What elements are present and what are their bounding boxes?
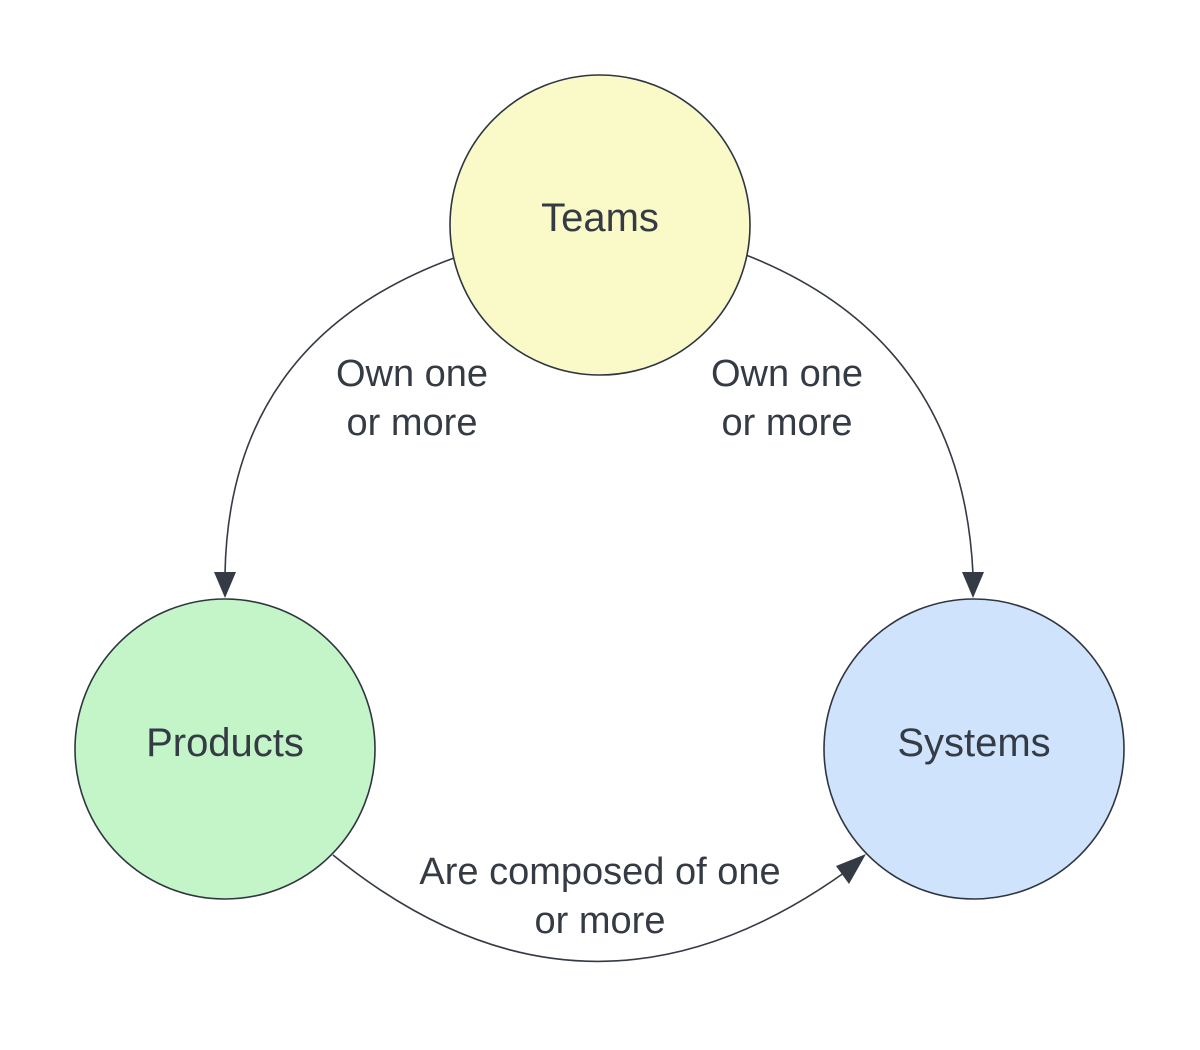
arrowhead-down-icon <box>214 572 236 598</box>
edge-label-line-2: or more <box>535 900 666 942</box>
edge-label-teams-to-products: Own one or more <box>336 353 488 444</box>
edge-label-line-1: Own one <box>711 353 863 395</box>
arrowhead-down-icon <box>962 572 984 598</box>
edge-teams-to-systems <box>745 254 984 598</box>
node-teams-label: Teams <box>541 196 659 240</box>
edge-label-products-to-systems: Are composed of one or more <box>419 851 780 942</box>
edge-label-teams-to-systems: Own one or more <box>711 353 863 444</box>
edge-label-line-1: Are composed of one <box>419 851 780 893</box>
node-teams: Teams <box>449 74 751 376</box>
edge-teams-to-products <box>214 257 455 598</box>
edge-products-to-systems-line <box>332 854 849 963</box>
node-systems-circle <box>823 598 1125 900</box>
node-products-circle <box>74 598 376 900</box>
node-products: Products <box>74 598 376 900</box>
arrowhead-diagonal-icon <box>836 854 866 884</box>
edge-label-line-1: Own one <box>336 353 488 395</box>
edge-teams-to-systems-line <box>745 254 974 575</box>
node-teams-circle <box>449 74 751 376</box>
edge-label-line-2: or more <box>722 402 853 444</box>
edge-teams-to-products-line <box>224 257 455 575</box>
edge-label-line-2: or more <box>347 402 478 444</box>
node-products-label: Products <box>146 721 304 765</box>
node-systems-label: Systems <box>897 721 1050 765</box>
node-systems: Systems <box>823 598 1125 900</box>
edge-products-to-systems <box>332 854 866 963</box>
